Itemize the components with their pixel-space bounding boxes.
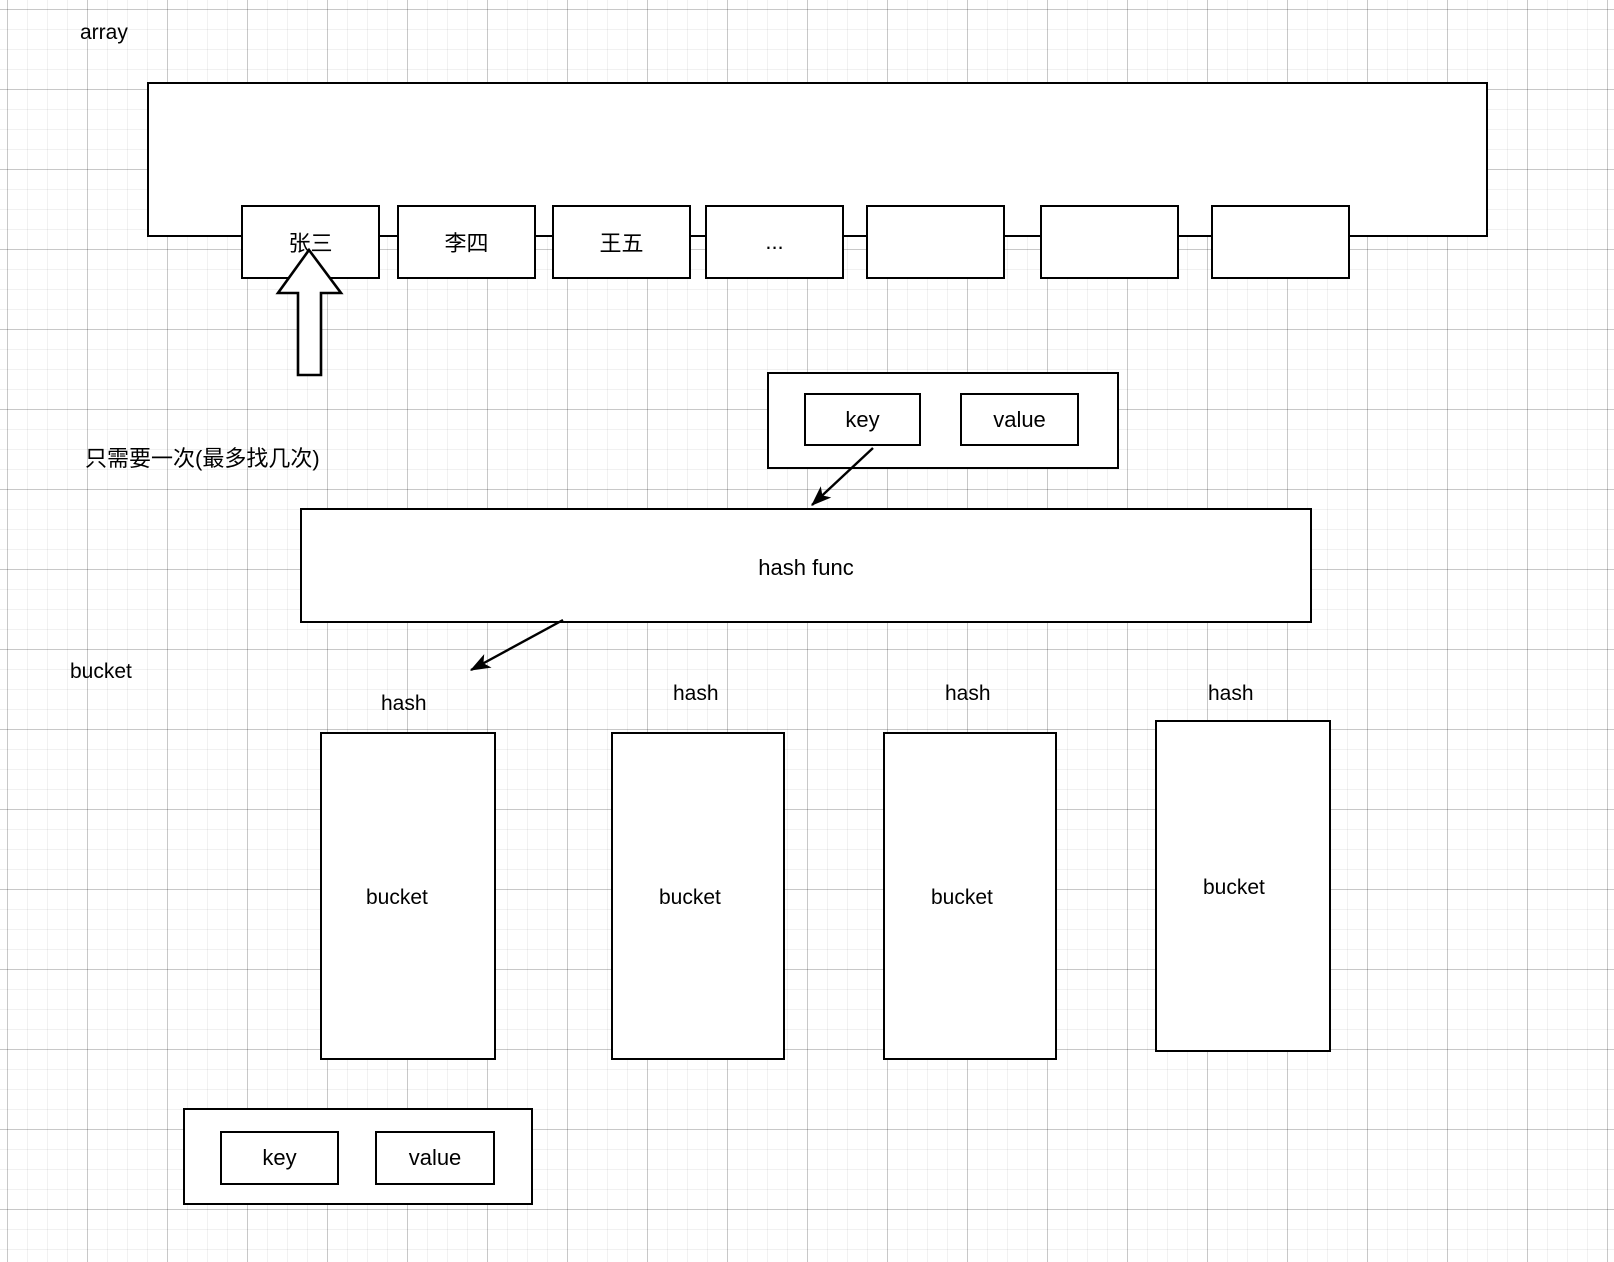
array-container: 张三 李四 王五 ...	[147, 82, 1488, 279]
bucket-label-1: bucket	[659, 886, 721, 909]
search-count-note: 只需要一次(最多找几次)	[85, 446, 320, 471]
key-box-top-label: key	[845, 406, 880, 432]
hash-label-1: hash	[673, 682, 719, 705]
array-cell-5[interactable]	[1040, 205, 1179, 279]
key-box-top[interactable]: key	[804, 393, 921, 446]
bucket-box-3[interactable]	[1155, 720, 1331, 1052]
array-cell-0-text: 张三	[288, 231, 333, 256]
bucket-group-label: bucket	[70, 660, 132, 683]
array-cell-2-text: 王五	[599, 231, 644, 256]
value-box-bottom[interactable]: value	[375, 1131, 495, 1185]
key-box-bottom[interactable]: key	[220, 1131, 339, 1185]
array-cell-1[interactable]: 李四	[397, 205, 536, 279]
bucket-box-1[interactable]	[611, 732, 785, 1060]
value-box-bottom-label: value	[408, 1145, 462, 1170]
hash-label-0: hash	[381, 692, 427, 715]
hash-func-label: hash func	[758, 555, 854, 580]
hash-func-box[interactable]: hash func	[300, 508, 1312, 623]
array-cell-1-text: 李四	[444, 231, 489, 256]
key-box-bottom-label: key	[262, 1145, 297, 1170]
bucket-label-2: bucket	[931, 886, 993, 909]
hashfunc-to-bucket-arrow	[469, 618, 564, 672]
array-cell-3[interactable]: ...	[705, 205, 844, 279]
value-box-top[interactable]: value	[960, 393, 1079, 446]
hash-label-3: hash	[1208, 682, 1254, 705]
bucket-box-2[interactable]	[883, 732, 1057, 1060]
array-cell-2[interactable]: 王五	[552, 205, 691, 279]
bucket-label-0: bucket	[366, 886, 428, 909]
hash-label-2: hash	[945, 682, 991, 705]
array-label: array	[80, 21, 128, 44]
bucket-box-0[interactable]	[320, 732, 496, 1060]
bucket-label-3: bucket	[1203, 876, 1265, 899]
array-cell-0[interactable]: 张三	[241, 205, 380, 279]
array-cell-3-text: ...	[765, 229, 784, 254]
array-cell-6[interactable]	[1211, 205, 1350, 279]
value-box-top-label: value	[993, 406, 1046, 432]
array-cell-4[interactable]	[866, 205, 1005, 279]
